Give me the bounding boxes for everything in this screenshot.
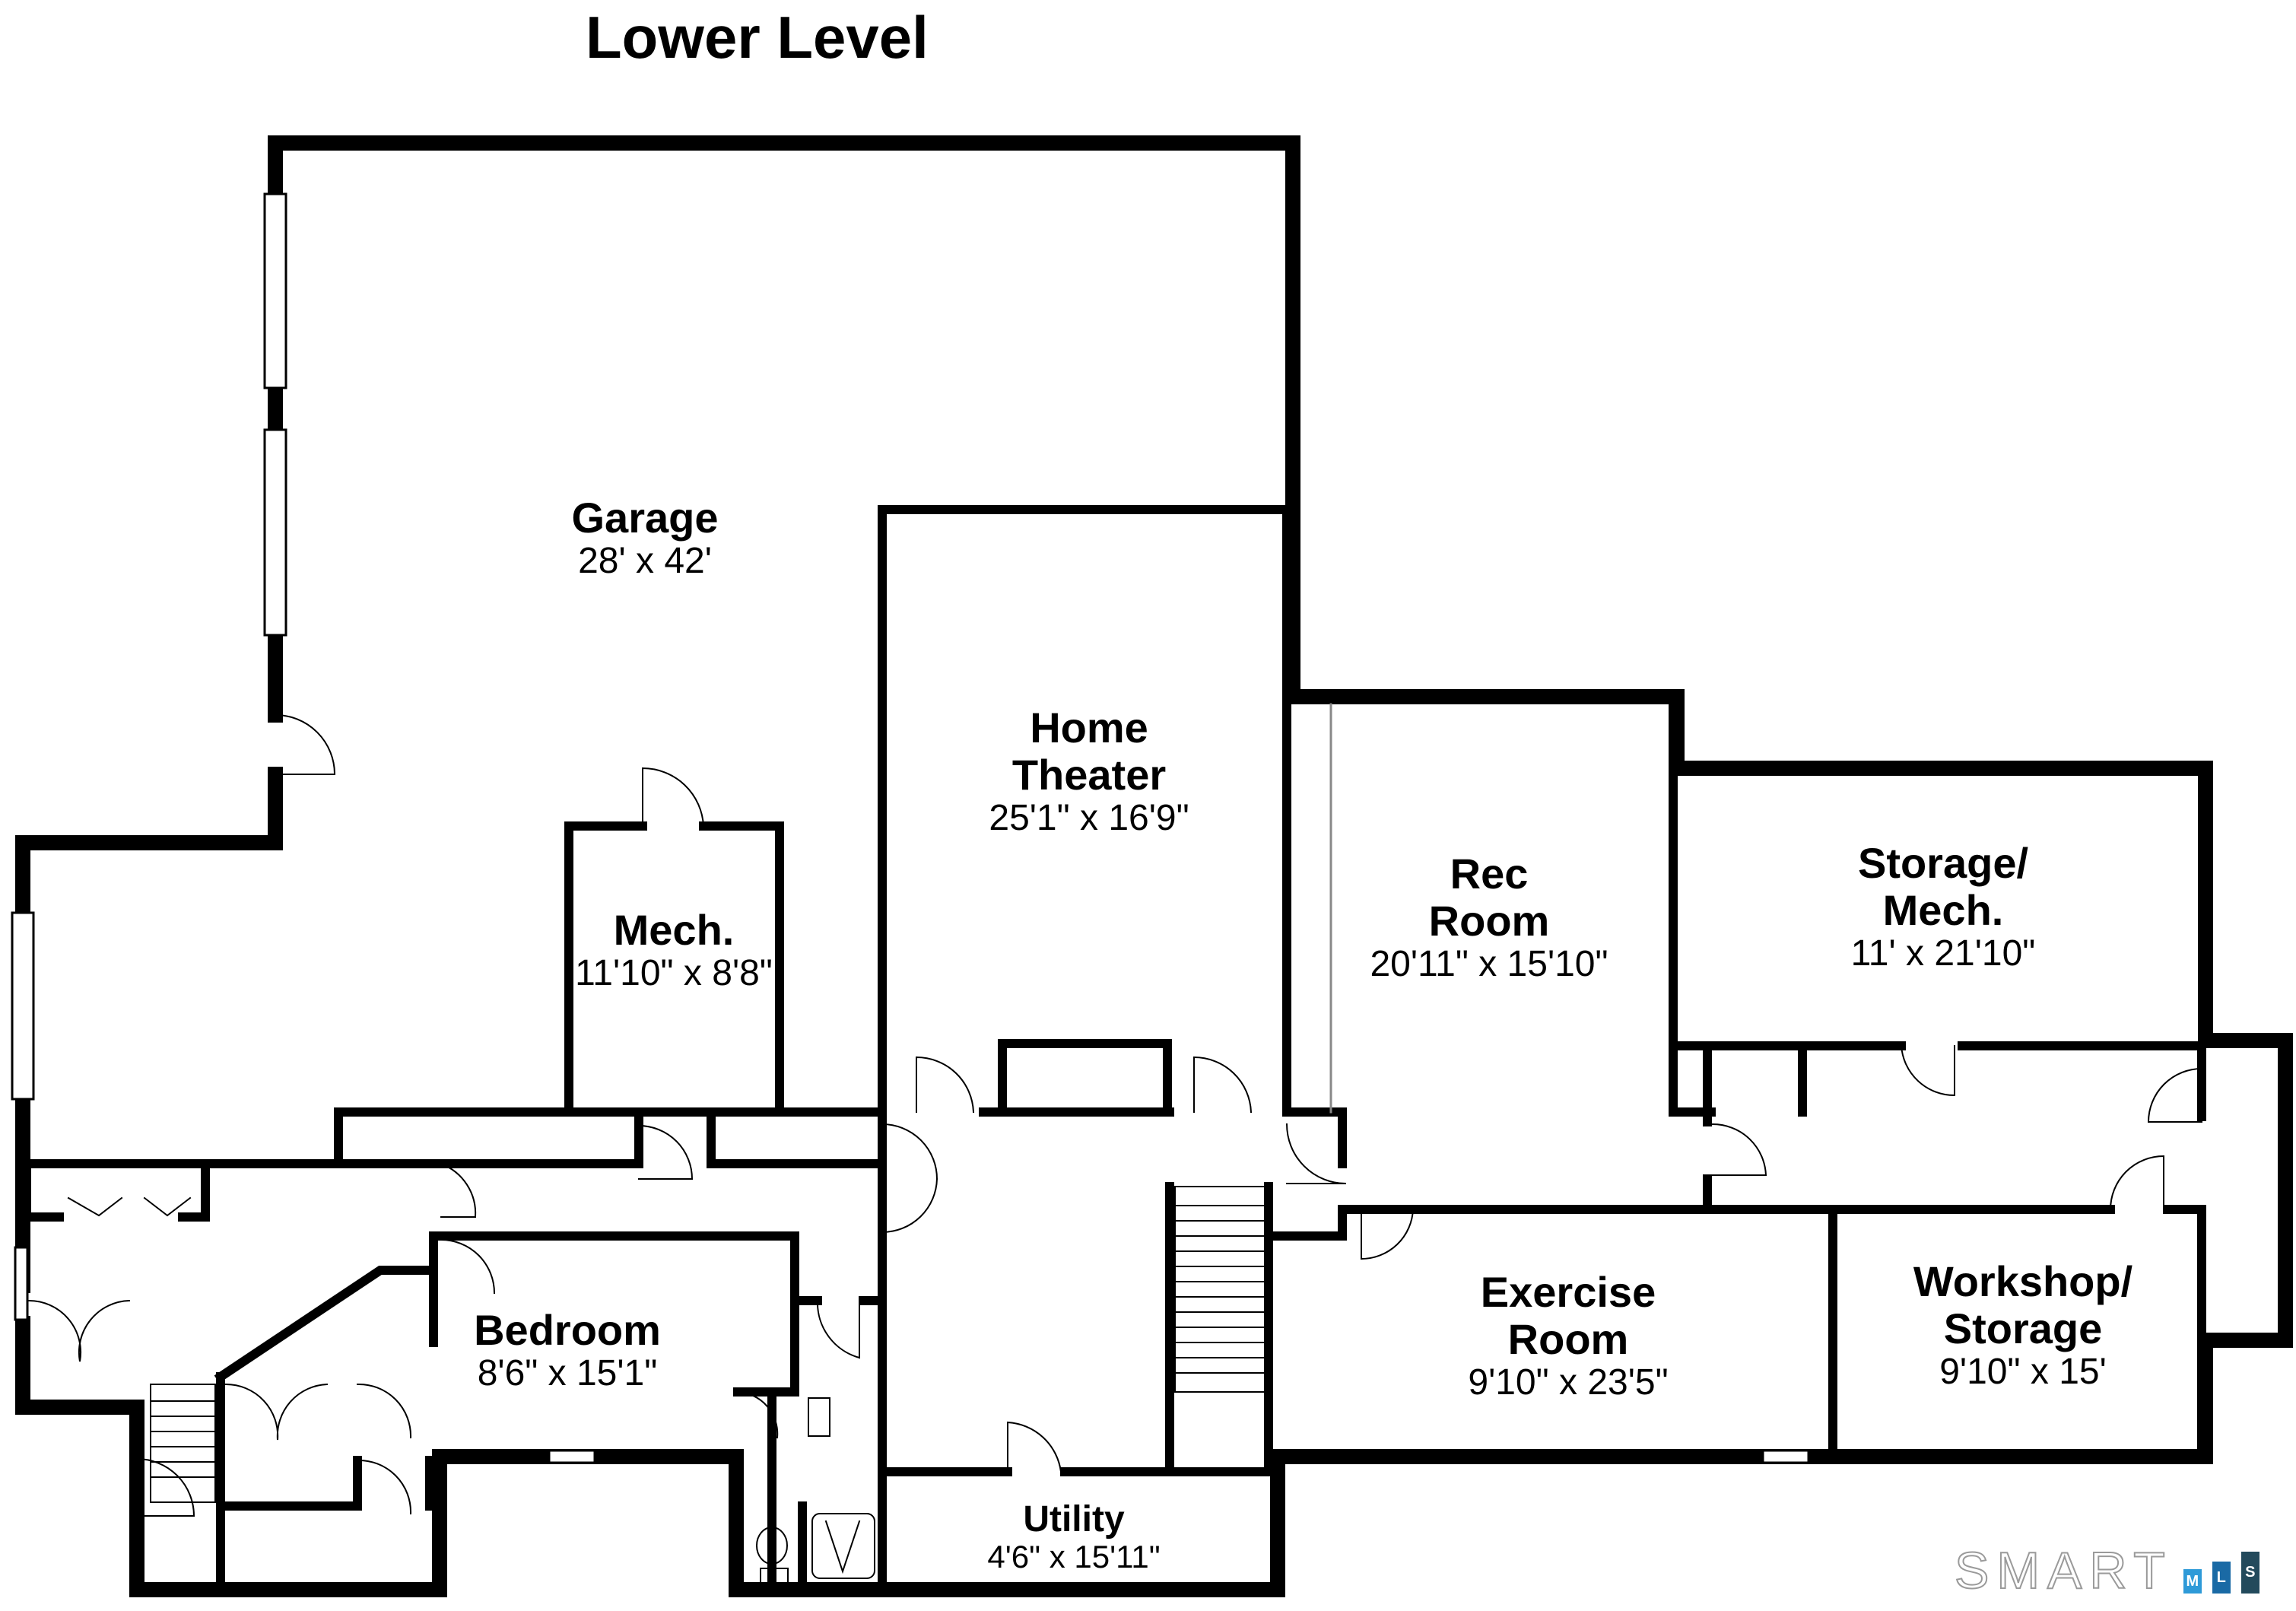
room-rec-room: Rec Room 20'11" x 15'10" bbox=[1370, 850, 1608, 983]
interior-walls bbox=[22, 505, 2206, 1594]
room-name: Utility bbox=[1023, 1499, 1125, 1540]
logo-box-s: S bbox=[2240, 1552, 2259, 1594]
windows bbox=[11, 192, 1810, 1464]
exterior-walls bbox=[15, 135, 2293, 1597]
room-name: Bedroom bbox=[474, 1306, 661, 1354]
room-bedroom: Bedroom 8'6" x 15'1" bbox=[474, 1307, 661, 1392]
room-dimensions: 25'1" x 16'9" bbox=[989, 798, 1189, 838]
smart-mls-logo: SMART M L S bbox=[1954, 1542, 2259, 1600]
stairs-center bbox=[1174, 1186, 1265, 1393]
room-name: Rec Room bbox=[1428, 850, 1550, 945]
room-dimensions: 9'10" x 23'5" bbox=[1468, 1362, 1669, 1403]
room-workshop-storage: Workshop/ Storage 9'10" x 15' bbox=[1913, 1258, 2132, 1390]
logo-box-m: M bbox=[2183, 1569, 2202, 1594]
room-exercise: Exercise Room 9'10" x 23'5" bbox=[1468, 1269, 1668, 1401]
stairs-left bbox=[150, 1384, 216, 1503]
room-dimensions: 9'10" x 15' bbox=[1939, 1352, 2107, 1392]
room-dimensions: 8'6" x 15'1" bbox=[477, 1353, 658, 1393]
room-mech: Mech. 11'10" x 8'8" bbox=[575, 907, 773, 992]
room-dimensions: 20'11" x 15'10" bbox=[1370, 944, 1608, 984]
room-name: Garage bbox=[571, 494, 719, 542]
logo-wordmark: SMART bbox=[1954, 1542, 2173, 1600]
room-home-theater: Home Theater 25'1" x 16'9" bbox=[989, 704, 1189, 837]
floor-title: Lower Level bbox=[586, 4, 929, 71]
room-dimensions: 11' x 21'10" bbox=[1850, 933, 2036, 974]
room-storage-mech: Storage/ Mech. 11' x 21'10" bbox=[1851, 840, 2036, 972]
room-name: Home Theater bbox=[1011, 704, 1167, 799]
room-name: Exercise Room bbox=[1480, 1268, 1656, 1363]
room-dimensions: 4'6" x 15'11" bbox=[987, 1539, 1161, 1574]
room-name: Mech. bbox=[613, 906, 735, 954]
room-dimensions: 11'10" x 8'8" bbox=[575, 953, 773, 993]
logo-box-l: L bbox=[2212, 1562, 2231, 1594]
room-utility: Utility 4'6" x 15'11" bbox=[987, 1500, 1160, 1573]
room-dimensions: 28' x 42' bbox=[578, 541, 712, 581]
bath-fixtures bbox=[756, 1397, 875, 1584]
room-garage: Garage 28' x 42' bbox=[572, 494, 719, 580]
room-name: Storage/ Mech. bbox=[1857, 839, 2029, 934]
room-name: Workshop/ Storage bbox=[1913, 1257, 2133, 1352]
